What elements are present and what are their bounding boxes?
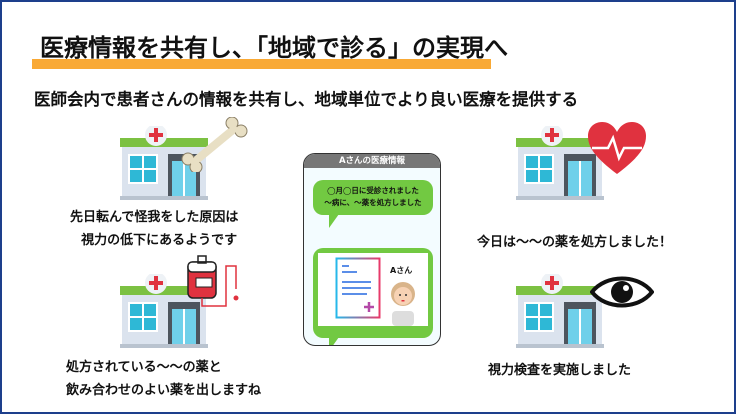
clinic-caption-bone: 先日転んで怪我をした原因は 視力の低下にあるようです — [70, 206, 238, 252]
caption-line: 先日転んで怪我をした原因は — [70, 210, 239, 225]
caption-line: 飲み合わせのよい薬を出しますね — [66, 383, 262, 398]
caption-line: 視力の低下にあるようです — [81, 233, 238, 248]
subtitle: 医師会内で患者さんの情報を共有し、地域単位でより良い医療を提供する — [34, 90, 579, 109]
blood-bag-icon — [187, 255, 239, 307]
message-line: ◯月◯日に受診されました — [327, 186, 419, 195]
patient-label: Aさん — [390, 266, 413, 275]
clinic-caption-heart: 今日は〜〜の薬を処方しました！ — [477, 235, 673, 250]
eye-icon — [590, 276, 654, 308]
message-line: 〜病に、〜薬を処方しました — [324, 198, 422, 207]
bone-icon — [181, 117, 248, 172]
record-bubble: Aさん — [313, 248, 433, 338]
message-bubble: ◯月◯日に受診されました 〜病に、〜薬を処方しました — [313, 180, 433, 215]
patient-info-panel: Aさんの医療情報 ◯月◯日に受診されました 〜病に、〜薬を処方しました Aさん — [303, 153, 441, 346]
clinic-caption-blood: 処方されている〜〜の薬と 飲み合わせのよい薬を出しますね — [66, 356, 261, 402]
caption-line: 処方されている〜〜の薬と — [66, 360, 222, 375]
title-underline — [32, 59, 491, 69]
panel-header: Aさんの医療情報 — [304, 154, 440, 168]
page-title: 医療情報を共有し、「地域で診る」の実現へ — [40, 34, 508, 62]
medical-record-icon — [335, 257, 381, 319]
patient-avatar-icon — [391, 282, 415, 326]
clinic-caption-eye: 視力検査を実施しました — [488, 363, 632, 378]
heart-icon — [588, 122, 646, 174]
